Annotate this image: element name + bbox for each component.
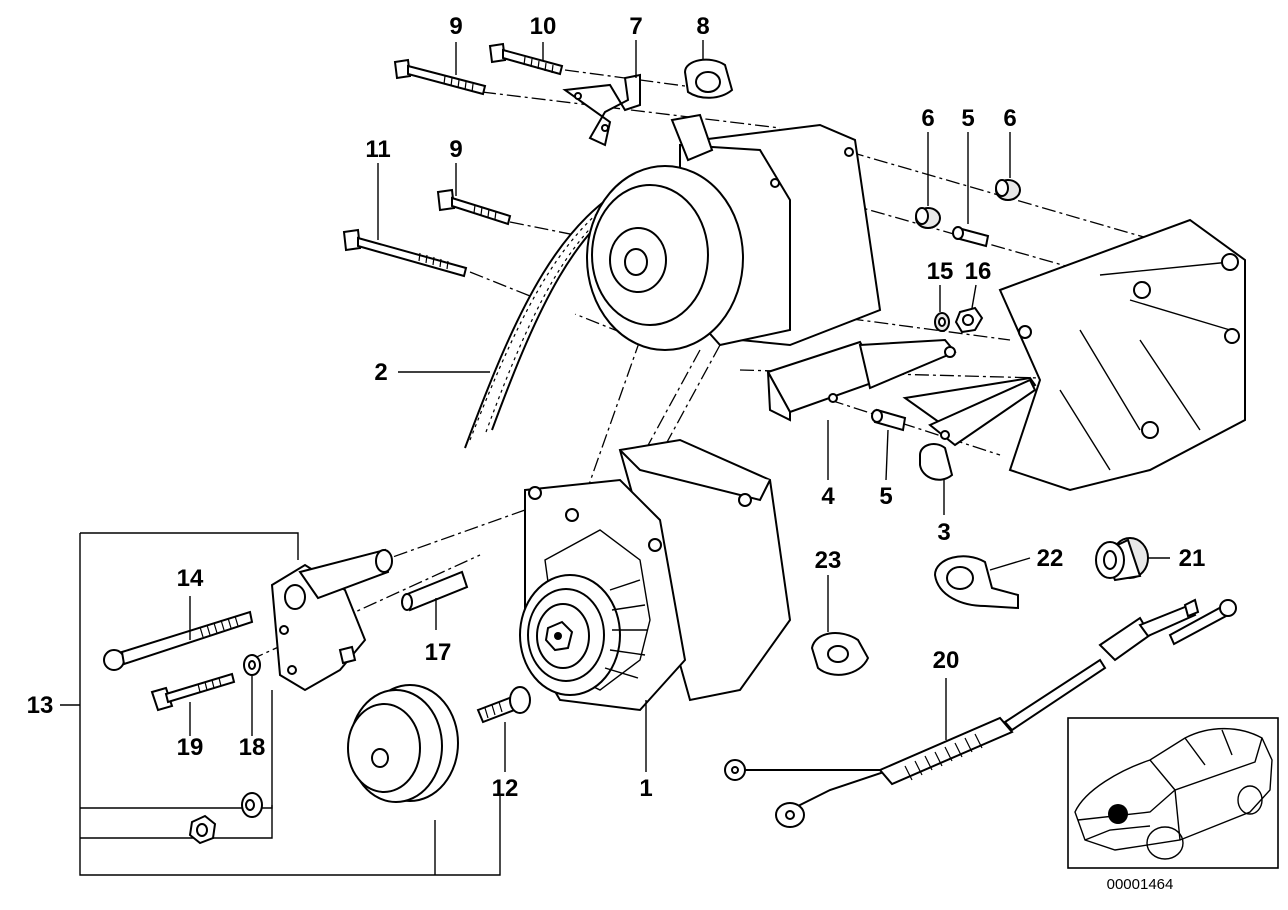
callout-5-lower: 5 xyxy=(879,483,892,510)
sleeve-5-top xyxy=(952,226,990,248)
callout-4: 4 xyxy=(821,483,835,510)
callout-23: 23 xyxy=(815,547,842,574)
bushing-6-left xyxy=(915,207,941,229)
callout-16: 16 xyxy=(965,258,992,285)
callout-6-left: 6 xyxy=(921,105,934,132)
washer-15 xyxy=(934,312,950,332)
clamp-22 xyxy=(933,555,1019,610)
callout-2: 2 xyxy=(374,359,387,386)
callout-9-top: 9 xyxy=(449,13,462,40)
callout-1: 1 xyxy=(639,775,652,802)
mounting-plate xyxy=(270,548,393,692)
clip-8 xyxy=(683,58,734,99)
location-marker xyxy=(1108,804,1128,824)
clip-23 xyxy=(810,632,870,676)
bolt-12 xyxy=(476,686,531,724)
bush-21 xyxy=(1095,537,1149,582)
cable-20 xyxy=(724,598,1237,828)
callout-22: 22 xyxy=(1037,545,1064,572)
bushing-6-right xyxy=(995,179,1021,201)
bolt-9-top xyxy=(393,58,487,96)
callout-21: 21 xyxy=(1179,545,1206,572)
diagram-reference-number: 00001464 xyxy=(1107,876,1174,893)
bolt-11 xyxy=(342,228,468,278)
callout-13: 13 xyxy=(27,692,54,719)
nut-16 xyxy=(954,306,984,334)
sleeve-17 xyxy=(401,570,469,612)
bolt-14 xyxy=(103,610,254,671)
car-outline xyxy=(1074,727,1273,860)
washer-18 xyxy=(243,654,261,676)
alternator xyxy=(519,438,792,712)
bolt-19 xyxy=(150,672,236,712)
callout-9-lower: 9 xyxy=(449,136,462,163)
sleeve-5-lower xyxy=(871,408,907,432)
nut-lower xyxy=(188,814,217,845)
ac-compressor xyxy=(586,113,882,351)
callout-7: 7 xyxy=(629,13,642,40)
callout-19: 19 xyxy=(177,734,204,761)
tension-bracket xyxy=(919,378,1037,481)
bracket-kit-frame xyxy=(79,532,501,876)
callout-18: 18 xyxy=(239,734,266,761)
bracket-7 xyxy=(562,73,641,147)
inset-frame xyxy=(1067,717,1279,869)
callout-labels: 1 2 3 4 5 5 6 6 7 8 9 9 10 11 12 13 14 1… xyxy=(27,13,1206,802)
washer-lower xyxy=(241,792,263,818)
callout-15: 15 xyxy=(927,258,954,285)
callout-12: 12 xyxy=(492,775,519,802)
bolt-10 xyxy=(488,42,564,76)
bolt-9-lower xyxy=(436,188,512,226)
pulley xyxy=(347,684,459,803)
callout-14: 14 xyxy=(177,565,204,592)
engine-bracket xyxy=(998,218,1246,492)
callout-3: 3 xyxy=(937,519,950,546)
car-location-inset xyxy=(1067,717,1279,869)
callout-5-top: 5 xyxy=(961,105,974,132)
callout-8: 8 xyxy=(696,13,709,40)
callout-10: 10 xyxy=(530,13,557,40)
callout-11: 11 xyxy=(365,136,390,163)
callout-6-right: 6 xyxy=(1003,105,1016,132)
callout-17: 17 xyxy=(425,639,452,666)
tensioner-slide xyxy=(766,338,1037,432)
callout-20: 20 xyxy=(933,647,960,674)
leader-lines xyxy=(60,40,1170,772)
